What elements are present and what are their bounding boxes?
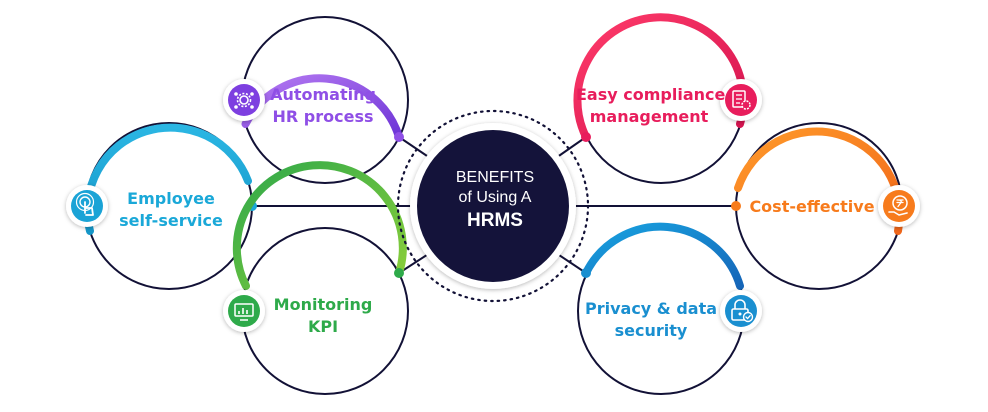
center-line-2: of Using A	[458, 189, 532, 206]
benefit-label-line: Employee	[127, 189, 215, 208]
benefit-label-line: Automating	[270, 85, 376, 104]
benefit-label-line: Cost-effective	[749, 197, 875, 216]
benefit-label-compliance: Easy compliance management	[576, 84, 726, 128]
benefit-label-line: Monitoring	[273, 295, 373, 314]
benefit-label-cost: Cost-effective	[748, 196, 876, 218]
rupee-hand-icon	[878, 185, 920, 227]
benefit-label-monitoring: Monitoring KPI	[268, 294, 378, 338]
center-line-1: BENEFITS	[455, 169, 535, 186]
circle-monitoring	[232, 161, 409, 395]
benefit-label-line: KPI	[307, 317, 339, 336]
kpi-chart-icon	[223, 290, 265, 332]
people-gear-icon	[223, 79, 265, 121]
benefit-label-automating: Automating HR process	[268, 84, 378, 128]
lock-check-icon	[720, 290, 762, 332]
touch-hand-icon	[66, 185, 108, 227]
benefit-label-employee: Employee self-service	[112, 188, 230, 232]
benefit-label-line: Easy compliance	[576, 85, 726, 104]
benefit-label-privacy: Privacy & data security	[584, 298, 718, 342]
center-hub	[396, 109, 590, 303]
benefit-label-line: management	[589, 107, 709, 126]
benefit-label-line: self-service	[119, 211, 223, 230]
benefit-label-line: security	[614, 321, 688, 340]
center-title: BENEFITS of Using A HRMS	[420, 168, 570, 234]
benefit-label-line: Privacy & data	[584, 299, 718, 318]
checklist-gear-icon	[720, 79, 762, 121]
center-line-3: HRMS	[467, 210, 523, 231]
benefit-label-line: HR process	[272, 107, 374, 126]
